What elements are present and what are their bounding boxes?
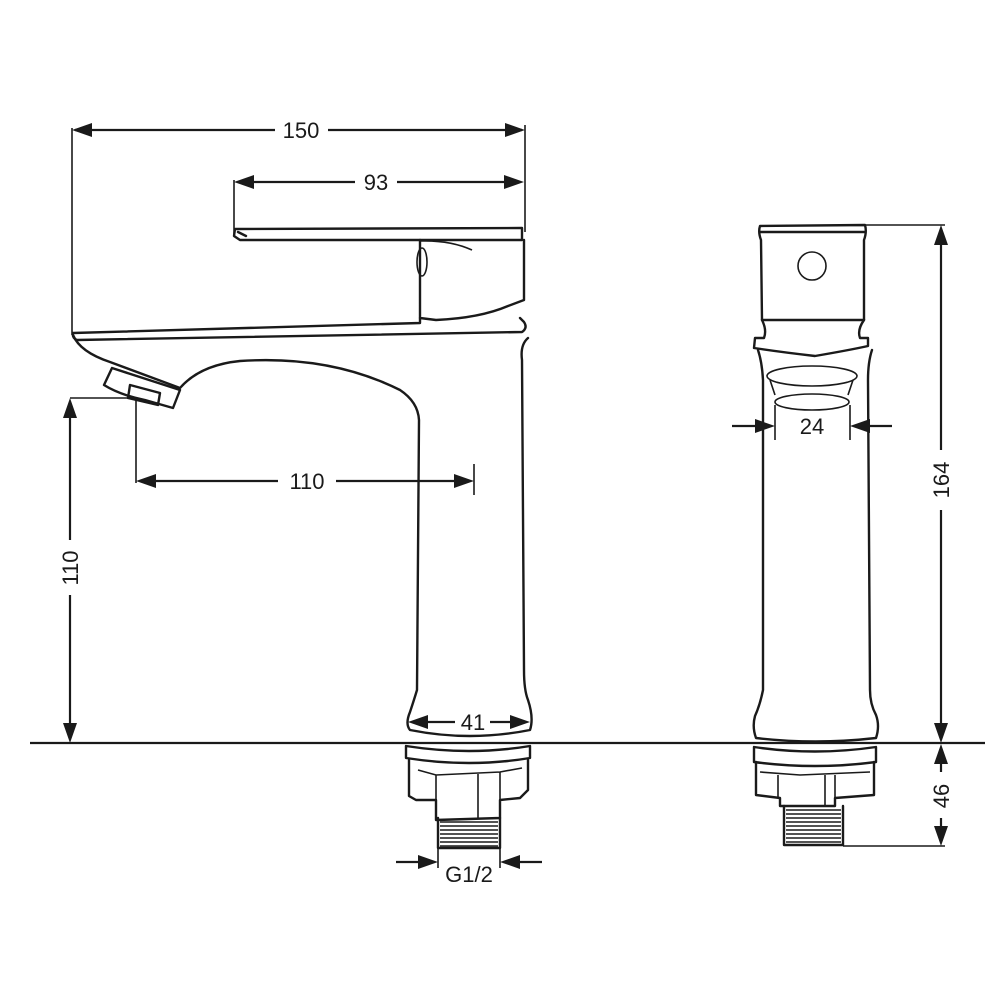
front-nut-facets (759, 771, 871, 806)
spout-body (71, 333, 533, 738)
dim-total-height (866, 224, 948, 743)
thread-shank (436, 816, 502, 850)
dim-body-diameter (408, 715, 530, 729)
base-ring (404, 744, 532, 765)
handle-head (418, 238, 526, 322)
dim-aerator (732, 405, 892, 440)
label-body-diameter: 41 (461, 710, 485, 735)
label-aerator-diameter: 24 (800, 414, 824, 439)
spout-top (71, 316, 527, 342)
front-thread-lines (786, 809, 841, 843)
label-handle-length: 93 (364, 170, 388, 195)
aerator-ring-inner (774, 393, 850, 411)
label-overall-length: 150 (283, 118, 320, 143)
label-shank-length: 46 (929, 784, 954, 808)
front-thread (782, 804, 845, 847)
dim-spout-reach (135, 397, 475, 495)
label-spout-reach: 110 (289, 469, 324, 494)
front-base-ring (752, 745, 878, 768)
label-total-height: 164 (929, 462, 954, 499)
dim-thread (396, 848, 542, 869)
side-view (71, 226, 533, 850)
cap-hole (797, 251, 827, 281)
dim-shank-length (843, 744, 948, 847)
front-body (752, 348, 880, 743)
label-spout-height: 110 (58, 550, 83, 585)
aerator-sides (769, 379, 854, 396)
front-base-nut (754, 760, 876, 808)
cap (758, 223, 867, 322)
handle-lever (232, 226, 524, 242)
base-nut-facets (417, 767, 523, 818)
dim-handle-length (233, 175, 524, 236)
base-nut (407, 758, 530, 822)
handle-curve (419, 240, 473, 251)
dim-spout-height (63, 397, 136, 743)
front-view (752, 223, 880, 847)
dim-overall-length (71, 116, 526, 335)
aerator-ring-outer (766, 365, 858, 387)
thread-lines (440, 821, 498, 847)
aerator (102, 366, 182, 410)
label-thread-size: G1/2 (445, 862, 493, 887)
cap-collar (752, 318, 870, 358)
handle-pin (416, 247, 428, 277)
